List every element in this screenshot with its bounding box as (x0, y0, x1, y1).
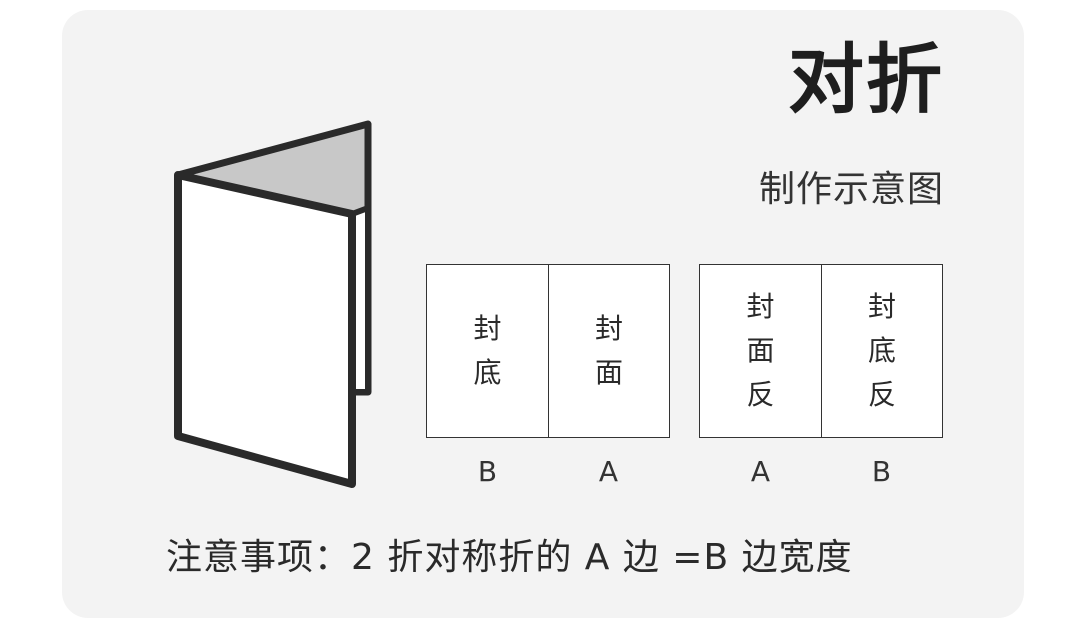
panel-char: 反 (746, 378, 775, 411)
edge-label: A (750, 455, 771, 488)
flat-layout-front: 封 底 封 面 (426, 264, 670, 438)
panel-char: 封 (594, 312, 623, 345)
panel-char: 封 (867, 290, 896, 323)
panel-char: 封 (746, 290, 775, 323)
panel-back-cover-reverse: 封 底 反 (821, 265, 942, 437)
booklet-front-cover (174, 171, 356, 488)
diagram-title: 对折 (788, 35, 944, 124)
panel-char: 面 (746, 334, 775, 367)
panel-char: 底 (867, 334, 896, 367)
panel-back-cover: 封 底 (427, 265, 548, 437)
edge-label: B (871, 455, 892, 488)
panel-front-cover-reverse: 封 面 反 (700, 265, 821, 437)
note-text: 注意事项：2 折对称折的 A 边 =B 边宽度 (166, 537, 853, 578)
panel-char: 底 (473, 356, 502, 389)
edge-label: A (598, 455, 619, 488)
diagram-subtitle: 制作示意图 (758, 169, 944, 210)
flat-layout-reverse: 封 面 反 封 底 反 (699, 264, 943, 438)
panel-char: 反 (867, 378, 896, 411)
edge-label: B (477, 455, 498, 488)
panel-char: 面 (594, 356, 623, 389)
panel-char: 封 (473, 312, 502, 345)
panel-front-cover: 封 面 (548, 265, 669, 437)
folded-booklet-illustration (174, 120, 372, 488)
